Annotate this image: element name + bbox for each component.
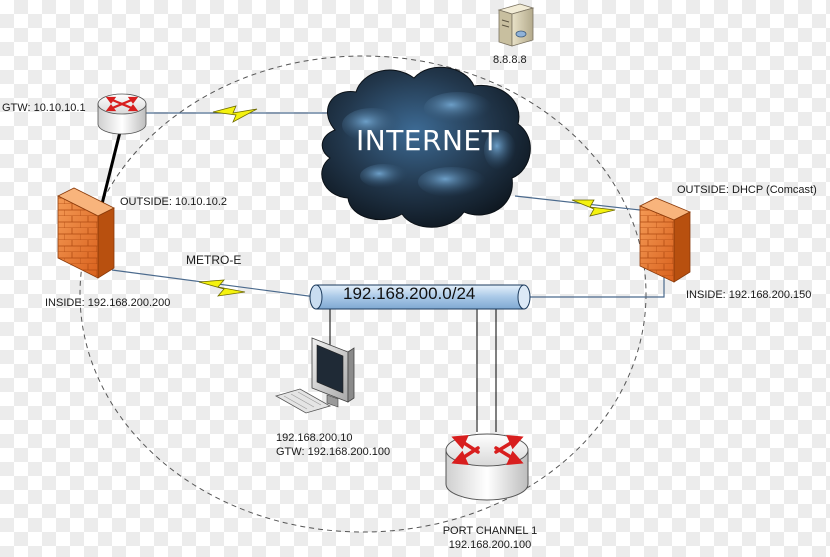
dns-server-label: 8.8.8.8 — [493, 54, 527, 66]
port-channel-ring — [79, 55, 647, 533]
router-icon — [97, 93, 147, 135]
workstation-icon — [274, 337, 355, 414]
gateway-router-label: GTW: 10.10.10.1 — [2, 102, 86, 114]
right-firewall-inside-label: INSIDE: 192.168.200.150 — [686, 289, 812, 301]
firewall-icon — [639, 197, 691, 283]
link-internet-firewall-right — [514, 195, 641, 211]
link-router-firewall — [98, 131, 122, 213]
lan-bus — [309, 284, 531, 310]
left-firewall-outside-label: OUTSIDE: 10.10.10.2 — [120, 196, 227, 208]
internet-label: INTERNET — [356, 124, 500, 157]
core-switch-label: PORT CHANNEL 1 192.168.200.100 — [430, 524, 550, 552]
lightning-icon — [571, 199, 616, 217]
router-icon — [445, 433, 529, 501]
metro-e-label: METRO-E — [186, 253, 242, 267]
right-firewall-outside-label: OUTSIDE: DHCP (Comcast) — [677, 184, 817, 196]
left-firewall-inside-label: INSIDE: 192.168.200.200 — [45, 297, 171, 309]
cloud-icon — [321, 66, 531, 228]
lan-subnet-label: 192.168.200.0/24 — [343, 284, 476, 303]
link-firewall-right-lan — [527, 275, 665, 298]
lightning-icon — [212, 105, 258, 123]
workstation-gateway: GTW: 192.168.200.100 — [276, 446, 391, 458]
firewall-icon — [57, 187, 115, 279]
lightning-icon — [198, 279, 246, 297]
workstation-label: 192.168.200.10 GTW: 192.168.200.100 — [276, 431, 390, 459]
server-icon — [497, 3, 535, 47]
workstation-ip: 192.168.200.10 — [276, 432, 353, 444]
core-switch-name: PORT CHANNEL 1 — [442, 525, 538, 537]
core-switch-ip: 192.168.200.100 — [448, 539, 532, 551]
